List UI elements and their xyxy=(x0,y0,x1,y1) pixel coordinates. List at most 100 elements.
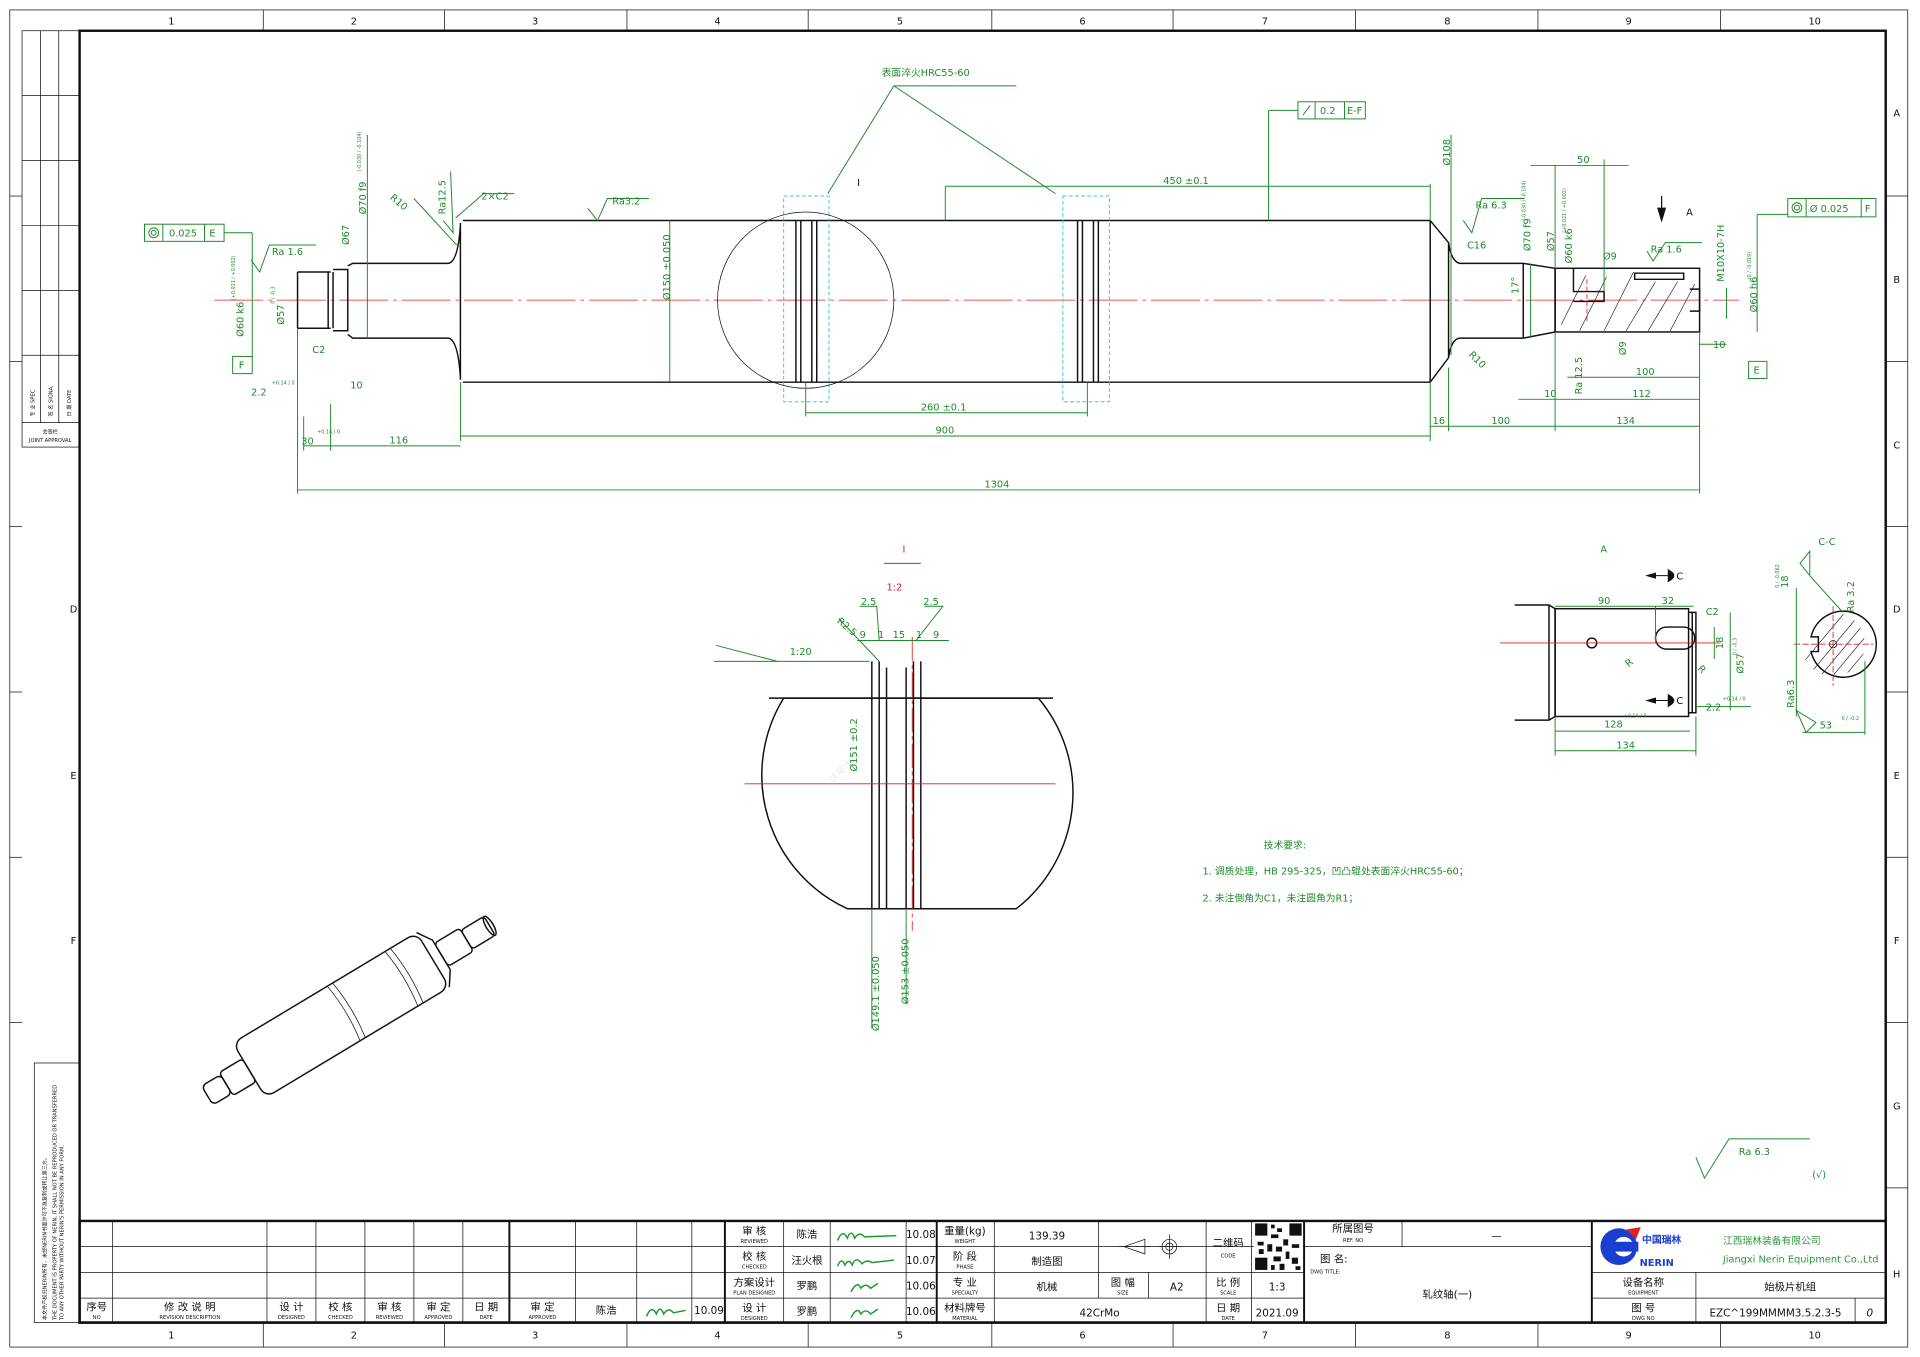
detail-profile xyxy=(761,697,1074,910)
dim-tol: (-0.030 / -0.104) xyxy=(357,131,363,171)
ruler-row: D xyxy=(70,604,78,615)
dim-text: 260 ±0.1 xyxy=(921,402,967,413)
dim-text: 90 xyxy=(1598,596,1610,607)
equipment-label-en: EQUIPMENT xyxy=(1628,1290,1659,1296)
detail-view-i: I 1:2 2.5 2.5 R2.5 9 1 15 1 9 1:20 Ø151 … xyxy=(713,544,1074,1031)
copyright-en-1: THE DOCUMENT IS PROPERTY OF NERIN, IT SH… xyxy=(52,1085,58,1321)
rev-reviewed-label: 审 核 xyxy=(377,1300,401,1313)
ruler-row: E xyxy=(1894,771,1900,782)
revision-value: 0 xyxy=(1866,1307,1873,1319)
dim-tol: +0.14 / 0 xyxy=(272,381,295,387)
dim-text: Ø9 xyxy=(1617,341,1629,355)
dim-text: Ø149.1 ±0.050 xyxy=(870,956,882,1031)
row-ruler-right: A B C D E F G H xyxy=(1893,108,1901,1280)
qr-code xyxy=(1253,1222,1303,1272)
ruler-col: 1 xyxy=(168,17,174,28)
ruler-row: F xyxy=(1894,936,1900,947)
material-label: 材料牌号 xyxy=(944,1302,986,1315)
signoff-rows: 审 核 REVIEWED 陈浩 10.08 校 核 CHECKED 汪火根 10… xyxy=(733,1224,935,1322)
dim-tol: 0 / -0.3 xyxy=(1732,638,1738,655)
date-value: 2021.09 xyxy=(1256,1307,1299,1319)
approval-label-en: APPROVED xyxy=(529,1315,557,1321)
signature xyxy=(836,1259,894,1267)
dim-text: 10 xyxy=(350,380,362,391)
scale-value: 1:3 xyxy=(1269,1282,1286,1294)
size-label: 图 幅 xyxy=(1111,1276,1135,1289)
view-a: A 90 32 C2 18 Ø57 0 / -0.3 R R 2.2 +0.14… xyxy=(1500,544,1752,756)
dim-text: 2.5 xyxy=(923,597,939,608)
hardening-zone-left xyxy=(783,195,830,403)
dwg-no-label: 图 号 xyxy=(1631,1303,1655,1315)
tech-req-title: 技术要求: xyxy=(1264,839,1306,852)
scale-label: 比 例 xyxy=(1216,1276,1240,1289)
copyright-note: 本文件产权归NERIN所有，未经NERIN书面许可不准复制或转让第三方。 THE… xyxy=(33,1062,80,1323)
datum-e-label: E xyxy=(1753,366,1759,377)
dim-text: 9 xyxy=(933,630,939,641)
section-mark: C xyxy=(1676,696,1683,707)
signature xyxy=(836,1232,897,1241)
ruler-col: 7 xyxy=(1262,17,1268,28)
dim-text: 112 xyxy=(1632,389,1651,400)
detail-label: I xyxy=(902,544,905,555)
fcf-top-datum: E-F xyxy=(1347,106,1363,117)
dwg-no-label-en: DWG NO xyxy=(1632,1316,1654,1322)
fcf-left: 0.025 E xyxy=(144,223,225,242)
signoff-label: 审 核 xyxy=(742,1224,766,1237)
phase-label: 阶 段 xyxy=(953,1250,977,1263)
dim-tol: +0.14 / 0 xyxy=(1723,697,1746,703)
dim-text: Ø67 xyxy=(340,225,352,245)
ruler-col: 1 xyxy=(168,1331,174,1342)
dim-tol: 0 / -0.062 xyxy=(1775,564,1781,588)
ruler-col: 2 xyxy=(351,17,357,28)
roughness-value: Ra 6.3 xyxy=(1739,1147,1770,1158)
ruler-row: G xyxy=(1893,1102,1901,1113)
ruler-row: H xyxy=(1893,1269,1900,1280)
shaft-outline xyxy=(296,219,1556,383)
signoff-label-en: CHECKED xyxy=(742,1265,767,1271)
joint-approval-title: 会签栏 xyxy=(43,428,58,436)
ruler-col: 5 xyxy=(897,17,903,28)
dim-text: C16 xyxy=(1467,241,1486,252)
rev-checked-label-en: CHECKED xyxy=(328,1315,353,1321)
section-cc-label: C-C xyxy=(1818,537,1835,548)
ruler-col: 8 xyxy=(1444,17,1450,28)
company-name-cn: 江西瑞林装备有限公司 xyxy=(1723,1234,1821,1247)
view-a-label: A xyxy=(1600,544,1607,555)
title-block: 序号 NO 修 改 说 明 REVISION DESCRIPTION 设 计 D… xyxy=(78,1219,1887,1324)
ruler-col: 10 xyxy=(1808,17,1820,28)
signoff-label-en: PLAN DESIGNED xyxy=(733,1290,775,1296)
column-ruler-top: 1 2 3 4 5 6 7 8 9 10 xyxy=(168,17,1821,28)
drawing-properties: 重量(kg) WEIGHT 139.39 阶 段 PHASE 制造图 专 业 S… xyxy=(944,1224,1299,1322)
datum-f: F xyxy=(232,355,253,375)
signoff-date: 10.06 xyxy=(906,1281,936,1293)
signature xyxy=(850,1308,879,1319)
rev-date-label-en: DATE xyxy=(479,1315,492,1321)
title-label-en: DWG TITLE: xyxy=(1310,1270,1340,1276)
specialty-value: 机械 xyxy=(1037,1281,1058,1294)
signoff-label: 校 核 xyxy=(742,1250,766,1263)
dim-text: Ra 1.6 xyxy=(272,247,303,258)
specialty-label-en: SPECIALTY xyxy=(952,1290,979,1296)
dim-text: 18 xyxy=(1715,637,1726,649)
ruler-row: D xyxy=(1893,604,1901,615)
dim-text: 18 xyxy=(1780,575,1791,587)
hardening-note: 表面淬火HRC55-60 xyxy=(882,66,970,79)
joint-specialty-label: 专 业 SPEC xyxy=(28,389,36,416)
groove-left xyxy=(795,220,818,383)
signoff-name: 陈浩 xyxy=(797,1228,818,1241)
dim-text: Ra12.5 xyxy=(438,180,449,214)
dim-text: 15 xyxy=(893,630,905,641)
tech-req-item: 2. 未注倒角为C1，未注圆角为R1； xyxy=(1202,891,1358,904)
joint-date-label: 日 期 DATE xyxy=(66,390,73,417)
rev-designed-label: 设 计 xyxy=(279,1300,303,1313)
dim-text: 900 xyxy=(936,426,955,437)
ruler-col: 3 xyxy=(532,1331,538,1342)
dim-text: 2×C2 xyxy=(481,192,508,203)
fcf-right-datum: F xyxy=(1865,204,1871,215)
ruler-col: 7 xyxy=(1262,1331,1268,1342)
general-roughness: Ra 6.3 (√) xyxy=(1695,1138,1826,1181)
company-cn-logo: 中国瑞林 xyxy=(1642,1233,1681,1246)
size-label-en: SIZE xyxy=(1117,1290,1129,1296)
signature xyxy=(645,1308,686,1317)
dim-text: Ø57 xyxy=(1735,653,1747,673)
